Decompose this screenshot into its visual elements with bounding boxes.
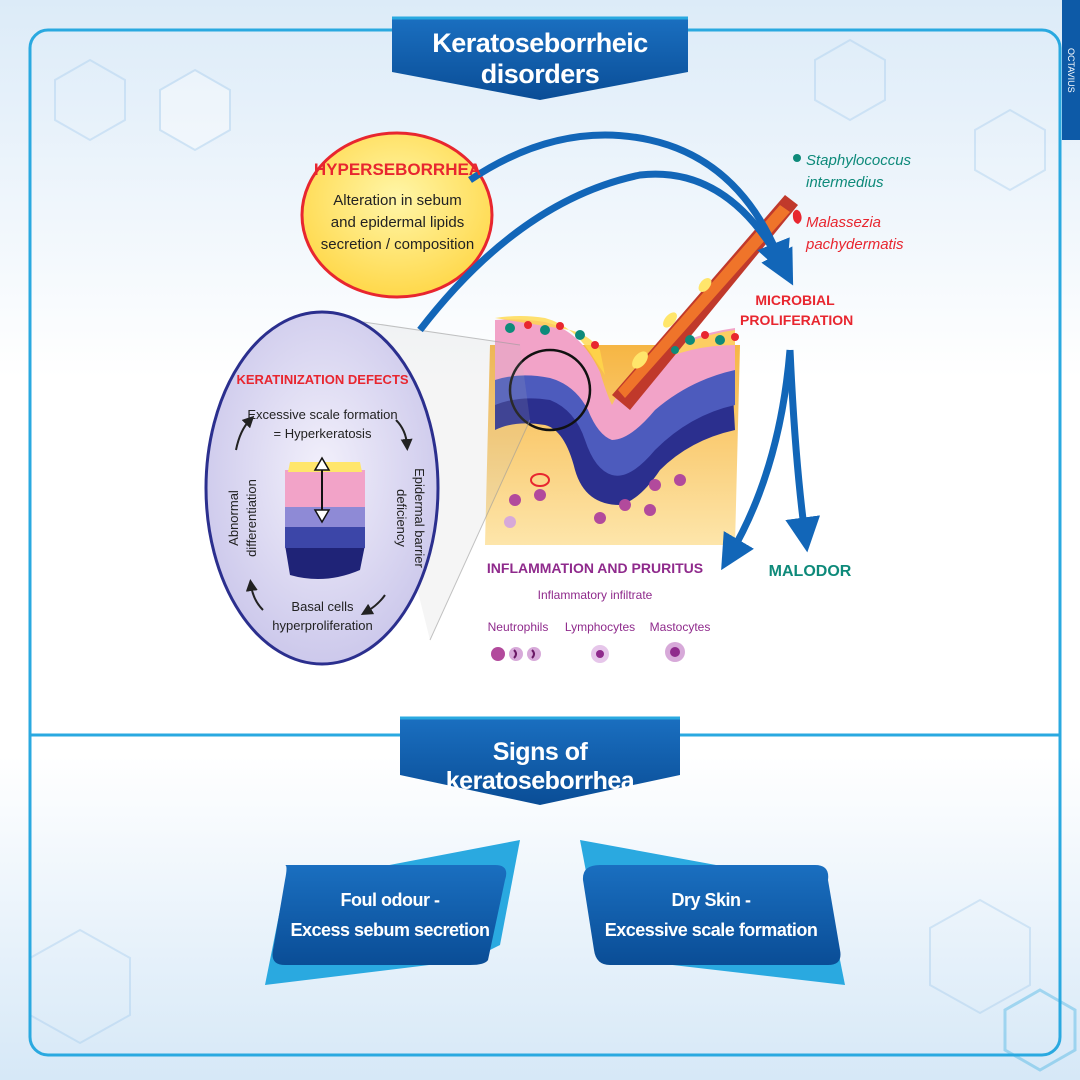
lymphocytes-label: Lymphocytes [564, 620, 636, 634]
basal-cells-label: Basal cells hyperproliferation [245, 597, 400, 635]
inflammation-subtitle: Inflammatory infiltrate [537, 588, 653, 602]
sign-right-shape [580, 840, 845, 985]
sign-right-line1: Dry Skin - [671, 890, 751, 910]
microbial-line2: PROLIFERATION [740, 312, 854, 328]
sign-left-shape [265, 840, 520, 985]
hyperseborrhea-desc: Alteration in sebum and epidermal lipids… [310, 190, 485, 256]
arrow-keratinization-to-microbial [417, 170, 794, 333]
sign-right-line2: Excessive scale formation [604, 920, 818, 940]
sign-left-line1: Foul odour - [340, 890, 440, 910]
signs-title: Signs of keratoseborrhea [445, 738, 635, 795]
microbial-line1: MICROBIAL [755, 292, 835, 308]
staphylococcus-label: Staphylococcus intermedius [806, 150, 911, 194]
barrier-line1: Epidermal barrier [412, 468, 427, 568]
hyperseborrhea-title: HYPERSEBORRHEA [313, 160, 482, 179]
signs-banner [400, 716, 680, 805]
neutrophil-icons [491, 647, 541, 661]
abnormal-line2: differentiation [244, 479, 259, 557]
sign-foul-odour: Foul odour - Excess sebum secretion [285, 885, 495, 945]
malassezia-icon [792, 209, 802, 224]
malassezia-line1: Malassezia [806, 214, 882, 231]
sign-left-line2: Excess sebum secretion [290, 920, 490, 940]
barrier-deficiency-label: Epidermal barrier deficiency [392, 453, 428, 583]
keratinization-title: KERATINIZATION DEFECTS [236, 372, 409, 387]
staphylococcus-line2: intermedius [806, 174, 884, 191]
sign-dry-skin: Dry Skin - Excessive scale formation [600, 885, 822, 945]
hyperseborrhea-line: Alteration in sebum [333, 192, 462, 209]
hyperkeratosis-line2: = Hyperkeratosis [273, 426, 372, 441]
basal-line1: Basal cells [291, 599, 354, 614]
hyperkeratosis-label: Excessive scale formation = Hyperkeratos… [235, 405, 410, 443]
malodor-label: MALODOR [768, 563, 852, 580]
hyperkeratosis-line1: Excessive scale formation [247, 407, 398, 422]
neutrophils-label: Neutrophils [487, 620, 549, 634]
abnormal-differentiation-label: Abnormal differentiation [225, 458, 261, 578]
arrow-hyperseborrhea-to-microbial [468, 131, 790, 277]
lymphocyte-icon [591, 645, 609, 663]
brand-tab: OCTAVIUS [1062, 0, 1080, 140]
arrow-microbial-to-malodor [785, 349, 821, 553]
hyperseborrhea-shape [300, 131, 494, 299]
microbial-proliferation-label: MICROBIAL PROLIFERATION [740, 290, 854, 330]
page-title: Keratoseborrheic disorders [432, 28, 648, 89]
inflammation-title: INFLAMMATION AND PRURITUS [486, 560, 704, 576]
malassezia-label: Malassezia pachydermatis [806, 212, 904, 256]
hyperseborrhea-line: and epidermal lipids [330, 214, 465, 231]
title-banner [392, 16, 688, 100]
abnormal-line1: Abnormal [226, 490, 241, 546]
skin-illustration [485, 195, 798, 545]
barrier-line2: deficiency [394, 489, 409, 547]
epidermis-block [285, 462, 365, 579]
staphylococcus-dot [793, 154, 801, 162]
mastocytes-label: Mastocytes [649, 620, 711, 634]
staphylococcus-line1: Staphylococcus [806, 152, 912, 169]
basal-line2: hyperproliferation [272, 618, 373, 633]
hexagon-decoration [29, 38, 1077, 1072]
hyperseborrhea-line: secretion / composition [320, 236, 475, 253]
mastocyte-icon [665, 642, 685, 662]
malassezia-line2: pachydermatis [806, 236, 904, 253]
arrow-microbial-to-inflammation [721, 349, 794, 571]
